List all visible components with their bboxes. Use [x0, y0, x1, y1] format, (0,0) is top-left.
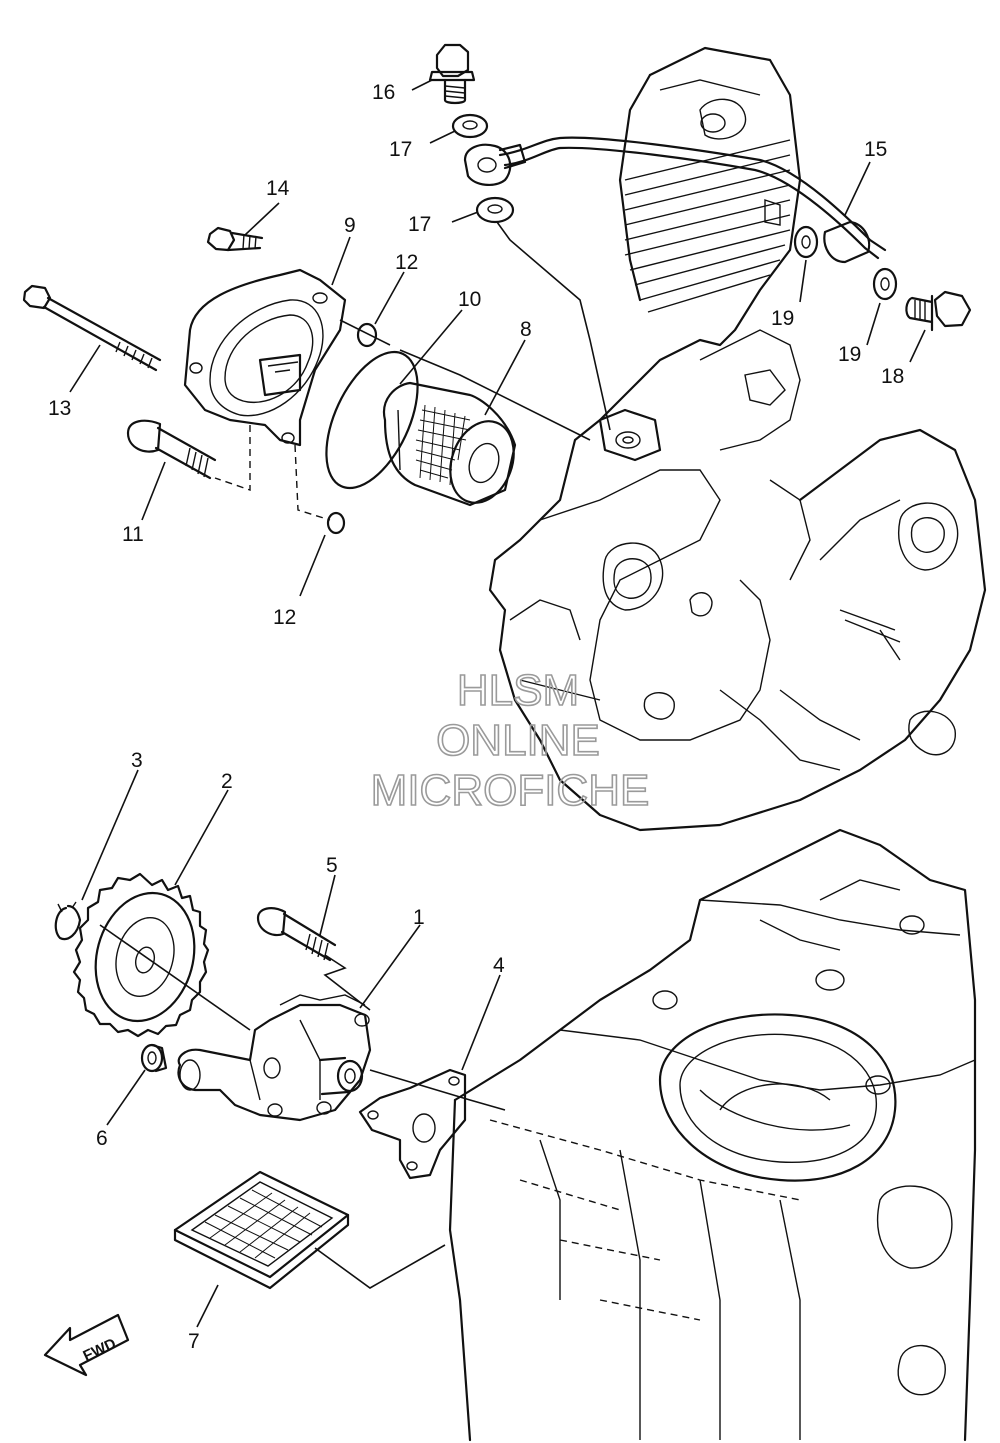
pump-gasket: [358, 1068, 467, 1180]
watermark-line-1: HLSM: [457, 666, 579, 715]
label-part-1: 1: [413, 906, 425, 929]
label-part-16: 16: [372, 81, 395, 104]
bolt-11: [126, 419, 217, 480]
label-part-7: 7: [188, 1330, 200, 1353]
bolt-5: [256, 907, 337, 962]
watermark-line-3: MICROFICHE: [371, 766, 650, 815]
watermark-line-2: ONLINE: [436, 716, 600, 765]
label-part-17-lower: 17: [408, 213, 431, 236]
circlip: [54, 901, 82, 941]
union-bolt-18: [905, 290, 972, 332]
label-part-12-lower: 12: [273, 606, 296, 629]
label-part-18: 18: [881, 365, 904, 388]
label-part-19-right: 19: [838, 343, 861, 366]
upper-crankcase-outline: [488, 46, 987, 832]
filter-mesh: [415, 404, 471, 486]
label-part-13: 13: [48, 397, 71, 420]
oil-filter-element: [382, 381, 517, 507]
o-ring-10: [325, 350, 419, 490]
label-part-4: 4: [493, 954, 505, 977]
label-part-5: 5: [326, 854, 338, 877]
part-labels: 16 17 17 15 19 19 18 14 9 12 10 8 13 11 …: [48, 81, 904, 1353]
o-ring-12-lower: [326, 511, 346, 535]
leader-lines: [69, 79, 926, 1328]
label-part-8: 8: [520, 318, 532, 341]
bolt-14: [206, 226, 264, 252]
label-part-6: 6: [96, 1127, 108, 1150]
lower-crankcase-outline: [448, 828, 977, 1442]
oil-pump-driven-gear: [72, 872, 210, 1038]
label-part-2: 2: [221, 770, 233, 793]
oil-delivery-pipe: [463, 136, 887, 264]
assembly-guide-lines: [99, 221, 611, 1289]
oil-filter-cover: [183, 268, 347, 447]
copper-washer-17-lower: [475, 196, 515, 224]
label-part-19-left: 19: [771, 307, 794, 330]
watermark: HLSM ONLINE MICROFICHE: [370, 665, 650, 816]
copper-washer-19-right: [872, 267, 898, 301]
label-part-3: 3: [131, 749, 143, 772]
oil-strainer: [173, 1170, 350, 1290]
bolt-13: [22, 284, 162, 372]
oil-pump-assembly: [177, 994, 372, 1122]
label-part-17-upper: 17: [389, 138, 412, 161]
collar: [140, 1043, 168, 1073]
o-ring-12-upper: [356, 322, 378, 348]
label-part-9: 9: [344, 214, 356, 237]
label-part-15: 15: [864, 138, 887, 161]
label-part-14: 14: [266, 177, 290, 200]
copper-washer-19-left: [793, 225, 819, 259]
label-part-10: 10: [458, 288, 481, 311]
copper-washer-17-upper: [451, 113, 489, 139]
label-part-11: 11: [122, 523, 144, 546]
forward-direction-arrow: FWD: [43, 1313, 130, 1377]
fwd-label: FWD: [81, 1335, 119, 1365]
union-bolt-16: [428, 43, 476, 105]
label-part-12-upper: 12: [395, 251, 418, 274]
